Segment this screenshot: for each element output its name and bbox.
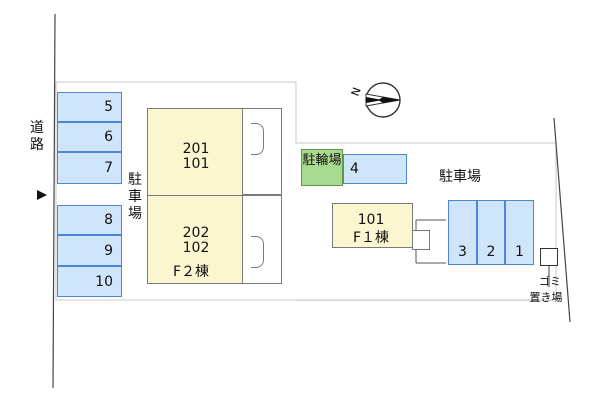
parking-space-1: 1	[505, 200, 534, 265]
unit-f1-101-label: 101	[357, 212, 385, 228]
bicycle-parking-label-text: 駐輪場	[302, 153, 342, 168]
unit-201-label: 201	[182, 141, 210, 157]
parking-lot-label: 駐車場	[439, 169, 481, 185]
unit-202-label: 202	[182, 225, 210, 241]
road-edge-line	[52, 13, 56, 389]
svg-text:N: N	[349, 86, 364, 98]
garbage-label-line2: 置き場	[529, 291, 563, 304]
unit-102-label: 102	[182, 240, 210, 256]
garbage-area-box	[540, 248, 558, 266]
unit-101-label: 101	[182, 156, 210, 172]
parking-space-4: 4	[343, 154, 407, 184]
building-f2	[147, 108, 243, 284]
building-f2-name: F２棟	[172, 264, 210, 280]
parking-space-5: 5	[57, 92, 122, 122]
building-f2-stair-upper	[242, 108, 282, 195]
boundary-line	[553, 117, 571, 323]
bicycle-parking	[301, 149, 343, 186]
parking-space-2: 2	[477, 200, 505, 265]
parking-space-10: 10	[57, 266, 122, 297]
building-f1	[332, 203, 413, 248]
garbage-label-line1: ゴミ	[539, 275, 561, 288]
building-f1-name: F１棟	[352, 230, 390, 246]
entrance-arrow-icon	[37, 190, 47, 200]
parking-space-9: 9	[57, 235, 122, 266]
road-label: 道路	[30, 120, 44, 153]
parking-area-label: 駐車場	[128, 172, 142, 222]
parking-space-3: 3	[448, 200, 477, 265]
building-f1-stair	[412, 230, 430, 250]
parking-space-7: 7	[57, 152, 122, 184]
parking-space-8: 8	[57, 205, 122, 235]
parking-space-6: 6	[57, 122, 122, 152]
north-compass-icon: N	[349, 82, 401, 118]
building-f2-stair-lower	[242, 195, 282, 284]
